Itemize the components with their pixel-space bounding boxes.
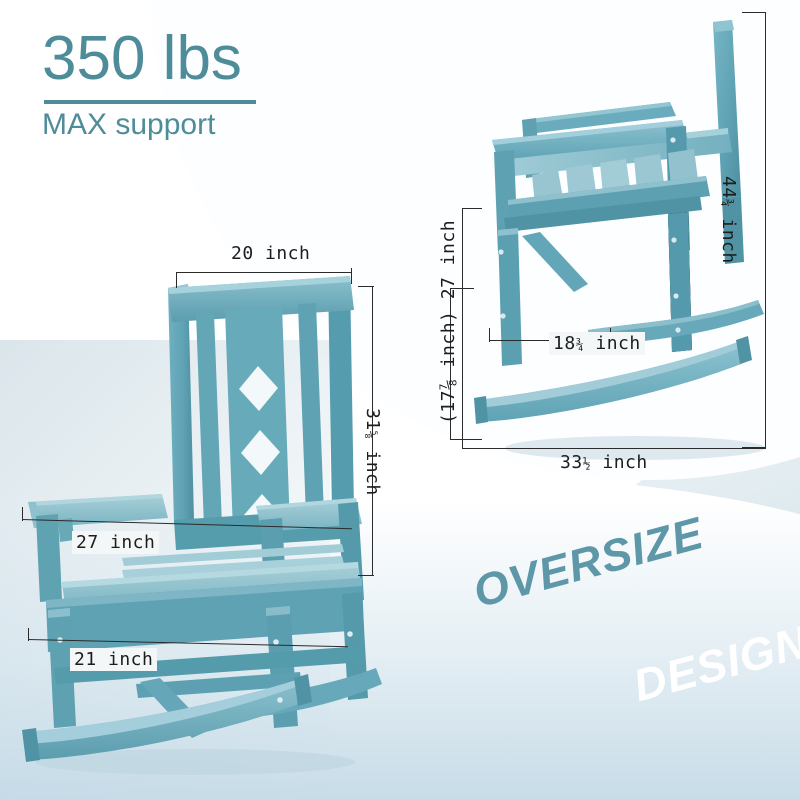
dimension-front-height: 31⅝ inch — [362, 408, 383, 496]
dimtick-front-seat-left — [28, 628, 30, 641]
headline-block: 350 lbs MAX support — [42, 28, 256, 140]
side-depth-unit: inch — [584, 333, 641, 354]
side-height-unit: inch — [718, 207, 739, 264]
dimension-side-total-depth: 33½ inch — [560, 452, 648, 473]
total-depth-fraction: ½ — [582, 457, 592, 472]
dimension-side-total-height: 44¾ inch — [718, 176, 739, 264]
front-height-unit: inch — [362, 439, 383, 496]
dimension-side-seat-depth: 18¾ inch — [549, 332, 645, 355]
side-height-fraction: ¾ — [719, 198, 734, 208]
dimtick-side-seat-top — [450, 288, 474, 290]
dimtick-side-depth-left — [489, 328, 491, 342]
side-depth-number: 18 — [553, 333, 576, 354]
dimtick-front-width-left — [176, 272, 178, 288]
side-height-number: 44 — [718, 176, 739, 199]
front-height-fraction: ⅝ — [363, 430, 378, 440]
chair-front-view — [10, 270, 400, 780]
dimtick-total-depth-right — [765, 437, 767, 449]
dimtick-side-arm-top — [462, 208, 482, 210]
front-height-number: 31 — [362, 408, 383, 431]
dimension-front-width: 20 inch — [231, 243, 311, 264]
headline-divider — [44, 100, 256, 104]
chair-side-view — [470, 0, 790, 470]
dimtick-total-depth-left — [462, 437, 464, 449]
side-depth-fraction: ¾ — [575, 338, 585, 353]
dimtick-front-height-top — [358, 286, 374, 288]
total-depth-number: 33 — [560, 452, 583, 473]
max-weight-value: 350 lbs — [42, 24, 242, 93]
dimline-side-total-depth — [462, 448, 766, 450]
dimline-side-height — [765, 12, 767, 448]
dimtick-front-height-bottom — [358, 575, 374, 577]
dimline-front-height — [372, 286, 374, 576]
dimension-front-arm-width: 27 inch — [72, 531, 160, 554]
dimension-side-left-stack: (17⅞ inch) 27 inch — [438, 219, 459, 424]
dimline-side-arm-height — [462, 208, 464, 440]
dimtick-front-arm-left — [22, 507, 24, 521]
dimline-front-width — [176, 272, 352, 274]
dimension-front-seat-width: 21 inch — [70, 648, 158, 671]
dimtick-front-width-right — [351, 268, 353, 284]
dimtick-side-height-bottom — [742, 447, 766, 449]
max-support-label: MAX support — [42, 108, 216, 141]
total-depth-unit: inch — [591, 452, 648, 473]
dimtick-side-height-top — [742, 12, 766, 14]
dimline-side-seat-height — [450, 288, 452, 440]
